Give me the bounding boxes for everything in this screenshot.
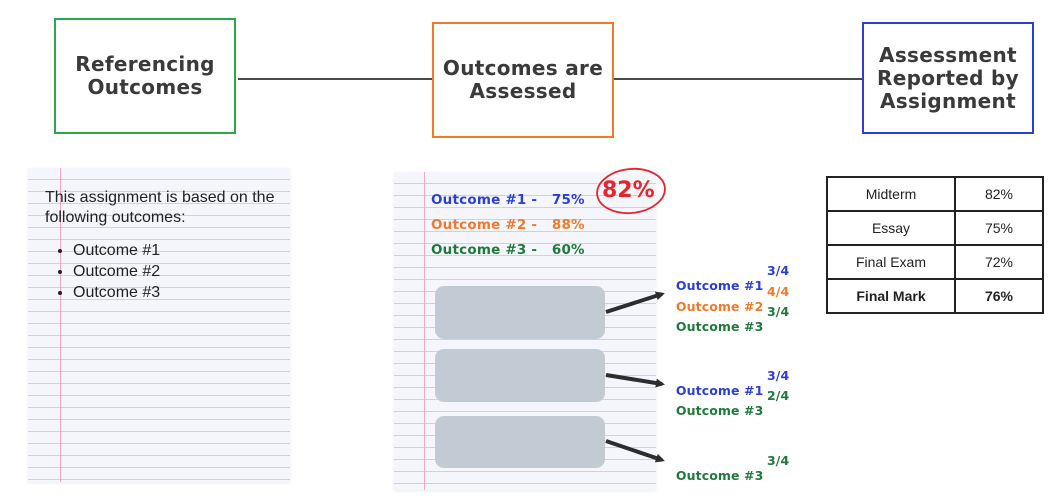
- stage-label: Assessment Reported by Assignment: [877, 42, 1019, 113]
- final-mark-row: Final Mark 76%: [826, 278, 1044, 314]
- result-score: 2/4: [767, 388, 790, 403]
- assignment-name: Final Exam: [826, 244, 956, 280]
- assessment-box-1: [435, 286, 605, 339]
- stage-box-assessed: Outcomes are Assessed: [432, 22, 614, 138]
- assessment-box-2: [435, 349, 605, 402]
- outcome-list-item: Outcome #2: [73, 261, 280, 282]
- assignment-note-paper: This assignment is based on the followin…: [28, 168, 290, 482]
- assignment-mark: 72%: [954, 244, 1044, 280]
- table-row: Essay 75%: [826, 210, 1044, 246]
- assessment-box-3: [435, 416, 605, 468]
- stage-box-reported: Assessment Reported by Assignment: [862, 22, 1034, 134]
- assignment-name: Essay: [826, 210, 956, 246]
- result-score: 3/4: [767, 368, 790, 383]
- outcome-list: Outcome #1 Outcome #2 Outcome #3: [45, 240, 280, 303]
- result-outcome: Outcome #2: [675, 299, 764, 314]
- assignment-mark: 82%: [954, 176, 1044, 212]
- result-outcome: Outcome #1: [675, 383, 764, 398]
- assignment-mark: 75%: [954, 210, 1044, 246]
- stage-box-referencing: Referencing Outcomes: [54, 18, 236, 134]
- report-table: Midterm 82% Essay 75% Final Exam 72% Fin…: [826, 176, 1044, 314]
- assignment-note-text: This assignment is based on the followin…: [45, 188, 280, 303]
- assessment-1-result-3: Outcome #3 3/4: [667, 304, 789, 349]
- table-row: Final Exam 72%: [826, 244, 1044, 280]
- table-row: Midterm 82%: [826, 176, 1044, 212]
- stage-label: Referencing Outcomes: [75, 52, 215, 99]
- connector-line-2: [614, 78, 864, 80]
- result-score: 3/4: [767, 263, 790, 278]
- final-mark-label: Final Mark: [826, 278, 956, 314]
- result-outcome: Outcome #1: [675, 278, 764, 293]
- assignment-intro: This assignment is based on the followin…: [45, 189, 275, 226]
- outcome-list-item: Outcome #1: [73, 240, 280, 261]
- final-mark-value: 76%: [954, 278, 1044, 314]
- assessment-2-result-2: Outcome #3 2/4: [667, 388, 789, 433]
- result-score: 4/4: [767, 284, 790, 299]
- overall-outcome-3: Outcome #3 - 60%: [431, 242, 585, 258]
- stage-label: Outcomes are Assessed: [442, 56, 604, 103]
- overall-grade: 82%: [602, 178, 655, 203]
- paper-margin-line: [424, 172, 425, 490]
- assessment-3-result-1: Outcome #3 3/4: [667, 453, 789, 498]
- result-outcome: Outcome #3: [675, 468, 764, 483]
- result-score: 3/4: [767, 453, 790, 468]
- assessment-2-result-1: Outcome #1 3/4: [667, 368, 789, 413]
- overall-outcome-2: Outcome #2 - 88%: [431, 217, 585, 233]
- result-score: 3/4: [767, 304, 790, 319]
- assignment-name: Midterm: [826, 176, 956, 212]
- paper-margin-line: [60, 168, 61, 482]
- outcome-list-item: Outcome #3: [73, 282, 280, 303]
- result-outcome: Outcome #3: [675, 403, 764, 418]
- connector-line-1: [238, 78, 432, 80]
- assessment-1-result-2: Outcome #2 4/4: [667, 284, 789, 329]
- assessment-1-result-1: Outcome #1 3/4: [667, 263, 789, 308]
- overall-outcome-1: Outcome #1 - 75%: [431, 192, 585, 208]
- result-outcome: Outcome #3: [675, 319, 764, 334]
